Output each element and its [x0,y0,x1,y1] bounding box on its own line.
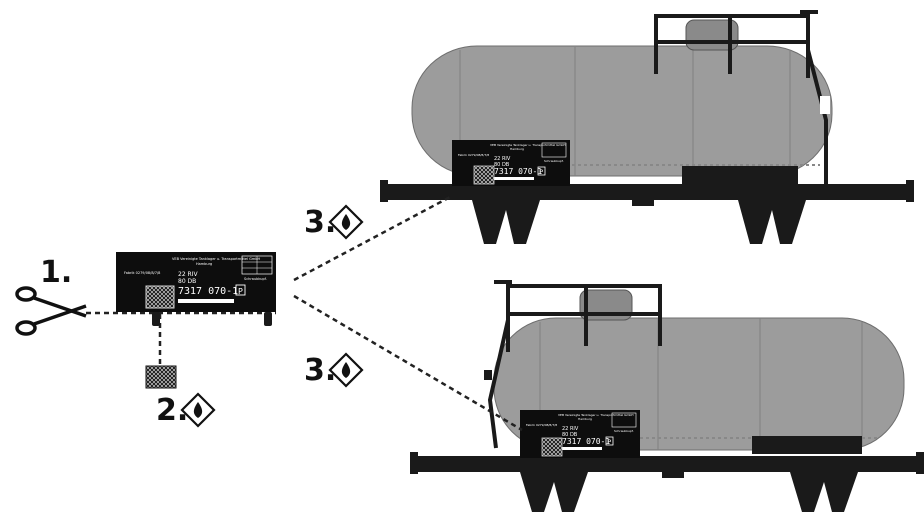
plate-number: 7317 070-1 [494,167,542,176]
plate-number-box: P [540,169,544,176]
plate-line2: 80 DB [494,162,510,168]
underframe [418,456,916,472]
plate-company: VEB Vereinigte Tanklager u. Transportmit… [172,257,261,261]
step-1-number: 1. [40,255,72,290]
bogie-right [738,200,806,244]
plate-line2: 80 DB [178,278,196,285]
decal-plate-top: VEB Vereinigte Tanklager u. Transportmit… [452,140,570,186]
plate-number: 7317 070-1 [562,437,610,446]
glue-drop-icon [180,392,216,428]
bogie-left [520,472,588,512]
scissors-icon [15,286,87,336]
handrail [487,280,662,449]
plate-line1: 22 RIV [494,156,511,162]
connector-bottom [293,294,523,432]
plate-city: Hamburg [196,262,212,266]
glue-drop-icon [328,204,364,240]
plate-line1: 22 RIV [562,426,579,432]
bogie-right [790,472,858,512]
plate-right-label: Schraubkupf. [614,429,634,433]
plate-right-label: Schraubkupf. [544,159,564,163]
plate-right-label: Schraubkupf. [244,277,267,281]
plate-number-box: P [608,439,612,446]
plate-city: Hamburg [578,417,592,421]
plate-city: Hamburg [510,147,524,151]
glue-drop-icon [328,352,364,388]
step-3-bottom: 3. [304,352,364,388]
plate-number: 7317 070-1 [178,286,238,297]
cut-out-mesh-part [145,365,177,389]
tank-wagon-bottom: VEB Vereinigte Tanklager u. Transportmit… [410,280,924,512]
plate-company: VEB Vereinigte Tanklager u. Transportmit… [558,413,634,417]
connector-top [293,194,453,282]
step-1: 1. [15,255,87,336]
decal-plate-bottom: VEB Vereinigte Tanklager u. Transportmit… [520,410,640,458]
connector-lines [86,194,523,432]
plate-company: VEB Vereinigte Tanklager u. Transportmit… [490,143,566,147]
step-2: 2. [156,392,216,428]
handrail [654,10,828,186]
bogie-left [472,200,540,244]
plate-small-line: Fabrik 0279/08/8/7/8 [124,271,160,275]
plate-small-line: Fabrik 0279/08/8/7/8 [526,423,557,427]
plate-line2: 80 DB [562,432,578,438]
plate-line1: 22 RIV [178,271,198,278]
plate-small-line: Fabrik 0279/08/8/7/8 [458,153,489,157]
tank-wagon-top: VEB Vereinigte Tanklager u. Transportmit… [380,10,914,244]
step-3-top: 3. [304,204,364,240]
decal-sheet: VEB Vereinigte Tanklager u. Transportmit… [116,252,276,326]
underframe [388,184,906,200]
plate-number-box: P [238,287,243,296]
